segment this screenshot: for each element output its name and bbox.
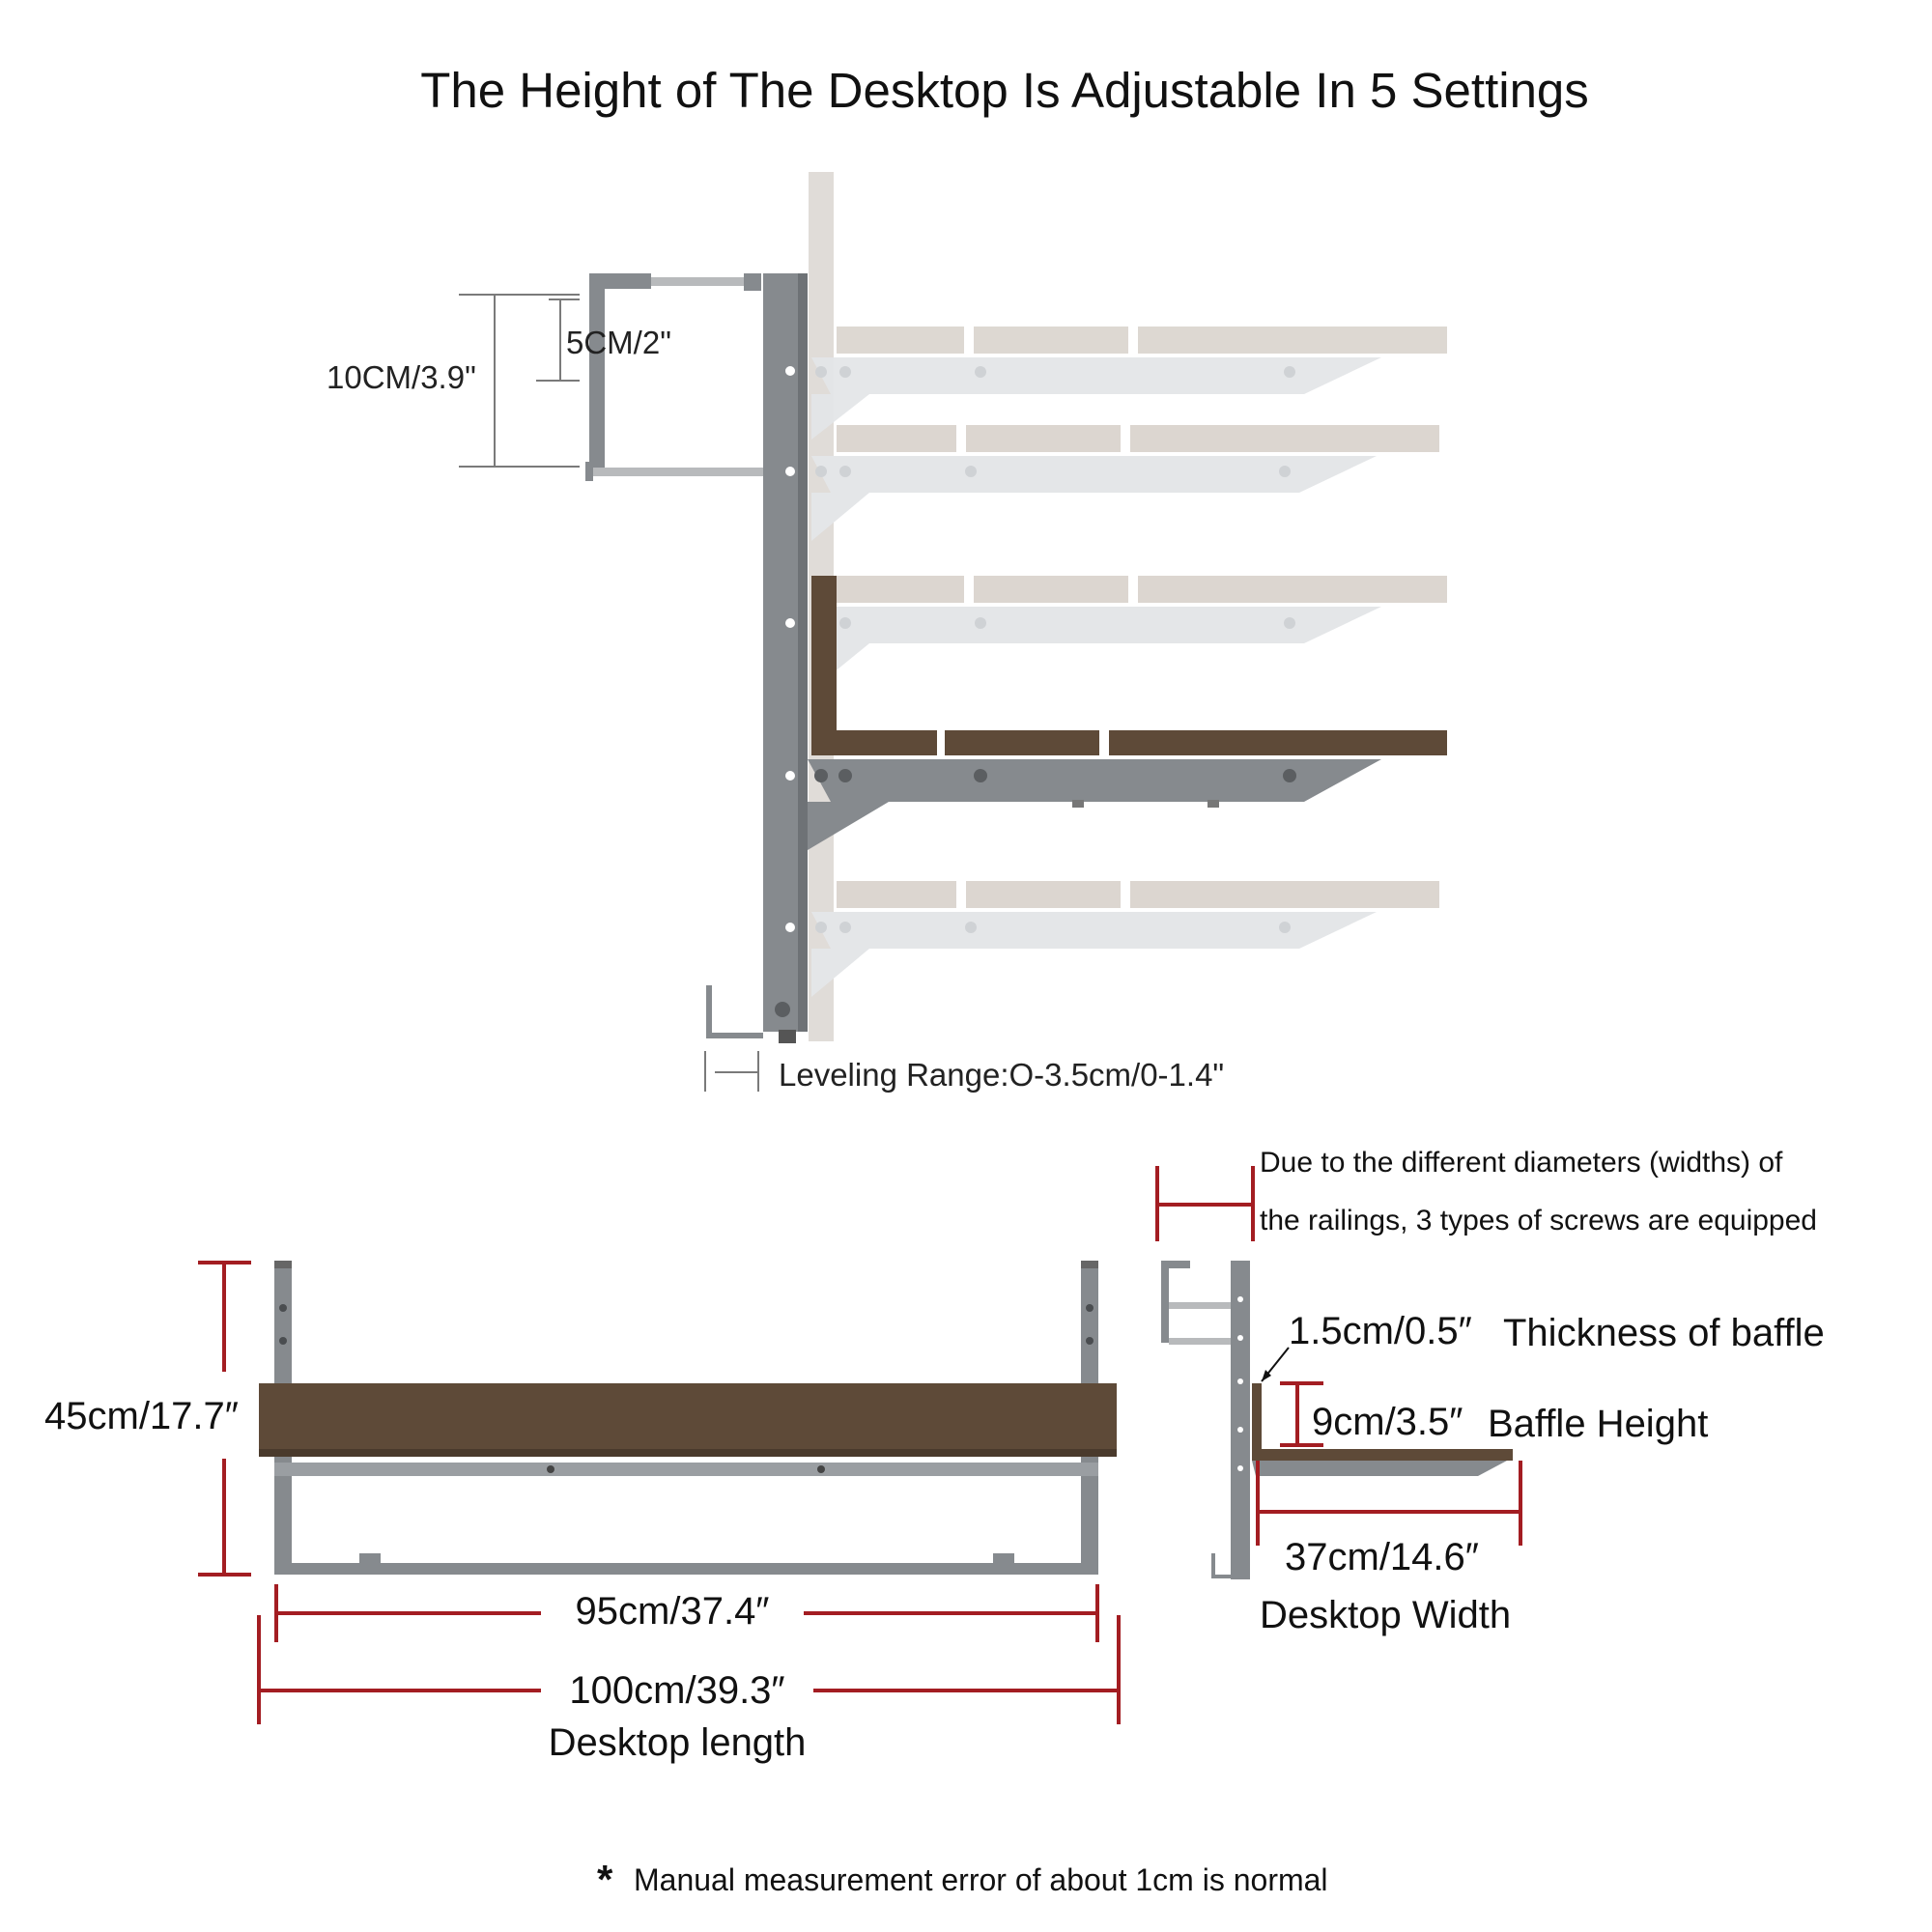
inner-length-label: 95cm/37.4″ (575, 1590, 770, 1633)
desktop-board-front (259, 1383, 1117, 1457)
desktop-width-caption: Desktop Width (1260, 1594, 1512, 1636)
ghost-shelf-1 (811, 327, 1447, 440)
dim-10cm-label: 10CM/3.9" (327, 359, 476, 395)
detail-view (1155, 1166, 1522, 1579)
adjustment-holes (785, 366, 795, 932)
baffle-thickness-label: 1.5cm/0.5″ (1289, 1310, 1472, 1352)
active-shelf (808, 576, 1447, 850)
screws-note-line2: the railings, 3 types of screws are equi… (1260, 1205, 1817, 1236)
railing-hook (585, 273, 765, 481)
baffle-height-label: 9cm/3.5″ (1312, 1401, 1463, 1443)
dim-5cm-label: 5CM/2" (566, 325, 671, 360)
ghost-shelf-3 (811, 576, 1447, 691)
side-dimension-lines (459, 294, 759, 1092)
desktop-width-dimension (1256, 1461, 1522, 1546)
desktop-width-label: 37cm/14.6″ (1285, 1536, 1479, 1578)
baffle-thickness-caption: Thickness of baffle (1503, 1312, 1825, 1354)
total-length-label: 100cm/39.3″ (569, 1669, 785, 1712)
baffle-height-caption: Baffle Height (1488, 1403, 1709, 1445)
side-view (459, 172, 1447, 1092)
front-dimension-lines (198, 1261, 1121, 1724)
footnote-asterisk: * (597, 1857, 613, 1902)
height-label: 45cm/17.7″ (44, 1395, 239, 1437)
ghost-shelf-2 (811, 425, 1439, 541)
railing-width-dimension (1155, 1166, 1255, 1241)
front-view (198, 1261, 1121, 1724)
desktop-length-caption: Desktop length (548, 1721, 807, 1764)
footnote-text: Manual measurement error of about 1cm is… (634, 1862, 1328, 1897)
page-title: The Height of The Desktop Is Adjustable … (420, 63, 1589, 118)
baffle-height-dimension (1280, 1381, 1323, 1447)
baffle (1252, 1383, 1262, 1453)
ghost-shelf-5 (811, 881, 1439, 997)
leveling-range-label: Leveling Range:O-3.5cm/0-1.4" (779, 1057, 1225, 1093)
screws-note-line1: Due to the different diameters (widths) … (1260, 1147, 1783, 1179)
